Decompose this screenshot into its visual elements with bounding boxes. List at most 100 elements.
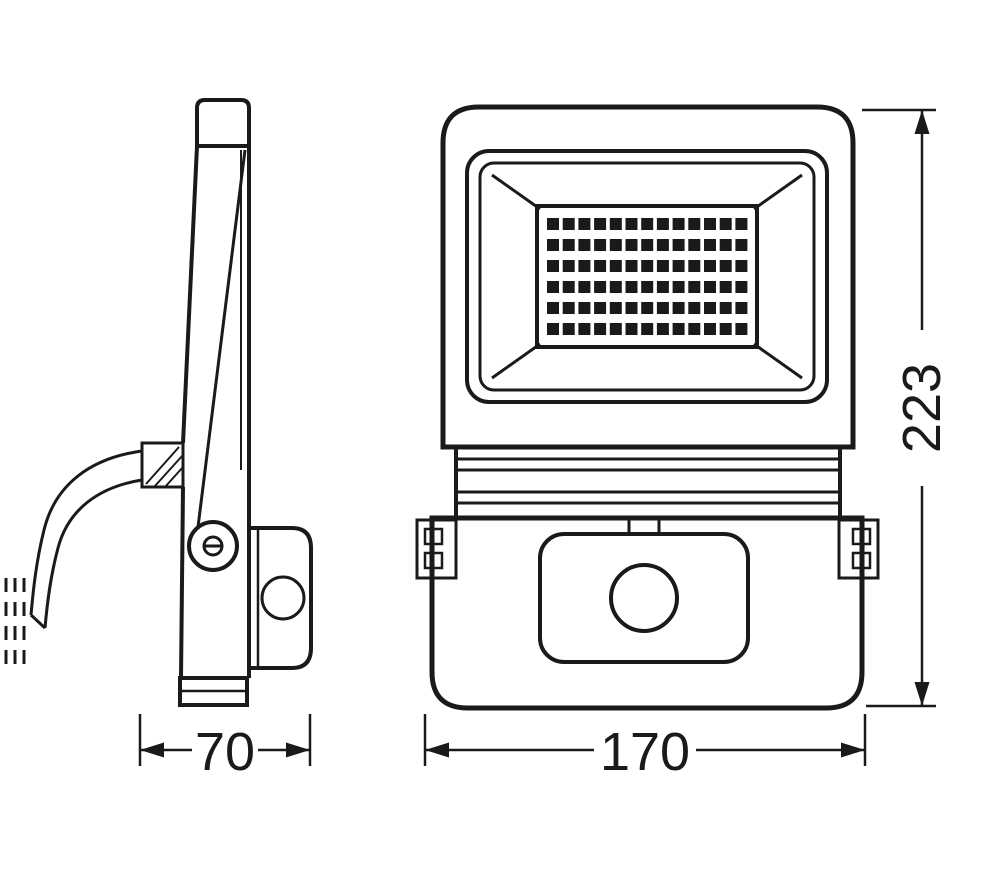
led-chip xyxy=(735,239,748,251)
led-chip xyxy=(594,218,607,230)
led-chip xyxy=(656,323,669,335)
led-chip xyxy=(735,260,748,272)
led-chip xyxy=(704,218,716,230)
led-chip xyxy=(641,281,654,293)
led-chip xyxy=(719,239,732,251)
led-chip xyxy=(719,260,732,272)
led-chip xyxy=(625,323,638,335)
led-chip xyxy=(562,260,575,272)
bezel-inner xyxy=(478,161,816,392)
dimension-height: 223 xyxy=(862,108,952,708)
led-chip xyxy=(594,260,607,272)
led-chip xyxy=(688,218,701,230)
led-chip xyxy=(578,239,591,251)
sensor-housing xyxy=(429,515,865,711)
dimension-depth: 70 xyxy=(138,714,312,782)
led-chip xyxy=(688,323,701,335)
led-chip xyxy=(719,323,732,335)
led-chip xyxy=(704,260,716,272)
led-chip xyxy=(719,218,732,230)
power-cable xyxy=(29,449,143,630)
led-chip xyxy=(547,239,559,251)
dimension-width: 170 xyxy=(423,714,867,782)
led-chip xyxy=(609,323,622,335)
led-chip xyxy=(609,281,622,293)
led-chip xyxy=(594,281,607,293)
arrowhead-bottom xyxy=(914,682,930,706)
sensor-plate xyxy=(538,532,750,664)
led-chip xyxy=(735,281,748,293)
led-chip xyxy=(625,260,638,272)
led-chip xyxy=(594,302,607,314)
led-chip xyxy=(641,323,654,335)
cable-gland xyxy=(140,441,185,489)
led-chip xyxy=(609,239,622,251)
led-chip xyxy=(672,302,685,314)
led-chip xyxy=(735,218,748,230)
led-chip xyxy=(578,260,591,272)
led-chip xyxy=(704,302,716,314)
led-chip xyxy=(562,281,575,293)
side-view xyxy=(4,98,313,707)
wall-hatch xyxy=(4,578,26,670)
led-chip xyxy=(688,302,701,314)
led-chip xyxy=(547,302,559,314)
dimension-label-height: 223 xyxy=(892,363,952,453)
led-chip xyxy=(656,281,669,293)
led-chip xyxy=(578,218,591,230)
led-chip xyxy=(625,281,638,293)
led-chip xyxy=(656,260,669,272)
led-chip xyxy=(672,218,685,230)
led-chip xyxy=(656,302,669,314)
led-chip xyxy=(672,239,685,251)
led-chip xyxy=(641,218,654,230)
bezel-outer xyxy=(465,149,829,404)
led-chip xyxy=(719,302,732,314)
led-chip xyxy=(547,281,559,293)
pir-sensor-dome xyxy=(609,563,679,633)
led-chip xyxy=(547,218,559,230)
dimension-label-width: 170 xyxy=(600,722,690,782)
led-chip xyxy=(609,260,622,272)
led-chip xyxy=(719,281,732,293)
mounting-tab-left xyxy=(415,518,458,580)
cable-channel-ticks xyxy=(627,518,661,534)
led-chip xyxy=(578,323,591,335)
reflector-diagonals xyxy=(491,173,803,380)
led-chip xyxy=(609,218,622,230)
led-chip xyxy=(672,323,685,335)
bracket-foot xyxy=(178,676,249,707)
led-chip xyxy=(609,302,622,314)
side-body-edge xyxy=(196,149,247,528)
sensor-side-housing xyxy=(249,526,313,670)
side-top-cap xyxy=(195,98,251,148)
led-chip xyxy=(641,239,654,251)
led-chip xyxy=(735,302,748,314)
led-chip xyxy=(625,302,638,314)
led-chip xyxy=(672,260,685,272)
led-chip xyxy=(594,323,607,335)
led-chip xyxy=(578,281,591,293)
arrowhead-right xyxy=(286,742,310,758)
hinge-knob xyxy=(187,520,239,572)
front-view xyxy=(415,104,880,711)
led-chip xyxy=(562,239,575,251)
led-grid xyxy=(547,218,748,335)
led-chip xyxy=(562,218,575,230)
led-chip xyxy=(562,302,575,314)
led-chip xyxy=(688,239,701,251)
led-chip xyxy=(735,323,748,335)
led-chip xyxy=(704,323,716,335)
arrowhead-left xyxy=(425,742,449,758)
arrowhead-left xyxy=(140,742,164,758)
led-chip xyxy=(704,239,716,251)
side-back-edge-upper xyxy=(181,145,199,444)
led-chip xyxy=(547,260,559,272)
led-chip xyxy=(688,281,701,293)
led-chip xyxy=(656,218,669,230)
led-chip xyxy=(656,239,669,251)
led-chip xyxy=(641,302,654,314)
led-chip xyxy=(562,323,575,335)
